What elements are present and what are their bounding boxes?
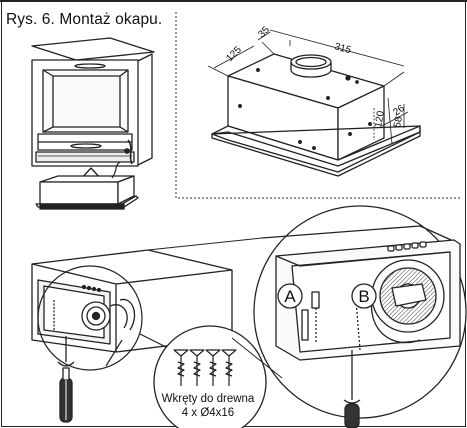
- screw-icon: [173, 349, 189, 386]
- dim-315: 315: [333, 41, 352, 56]
- callout-a-label: A: [284, 287, 296, 306]
- callout-a-circle: [277, 283, 303, 309]
- screw-icons: [173, 349, 237, 386]
- hood-unit-small: [35, 161, 139, 210]
- dim-35: 35: [256, 24, 272, 40]
- dim-58: 58: [392, 115, 405, 128]
- figure-title: Rys. 6. Montaż okapu.: [6, 11, 163, 28]
- hood-assembly-drawing: [31, 249, 233, 423]
- hood-body-drawing: [211, 53, 421, 177]
- screws-caption-line1: Wkręty do drewna: [162, 393, 255, 405]
- magnified-detail: [253, 205, 467, 428]
- magnifier-connectors: [147, 237, 283, 379]
- dim-120: 120: [373, 110, 387, 129]
- screw-icon: [221, 349, 237, 386]
- dim-125: 125: [224, 44, 244, 64]
- callout-b-label: B: [358, 287, 369, 306]
- zoom-circle-left: [37, 265, 169, 371]
- screw-icon: [205, 349, 221, 386]
- cabinet-drawing: [31, 37, 155, 167]
- screw-icon: [189, 349, 205, 386]
- detail-divider: [175, 12, 462, 199]
- callout-b-circle: [351, 283, 377, 309]
- screws-caption-line2: 4 x Ø4x16: [182, 407, 234, 419]
- dimension-lines: [207, 29, 409, 145]
